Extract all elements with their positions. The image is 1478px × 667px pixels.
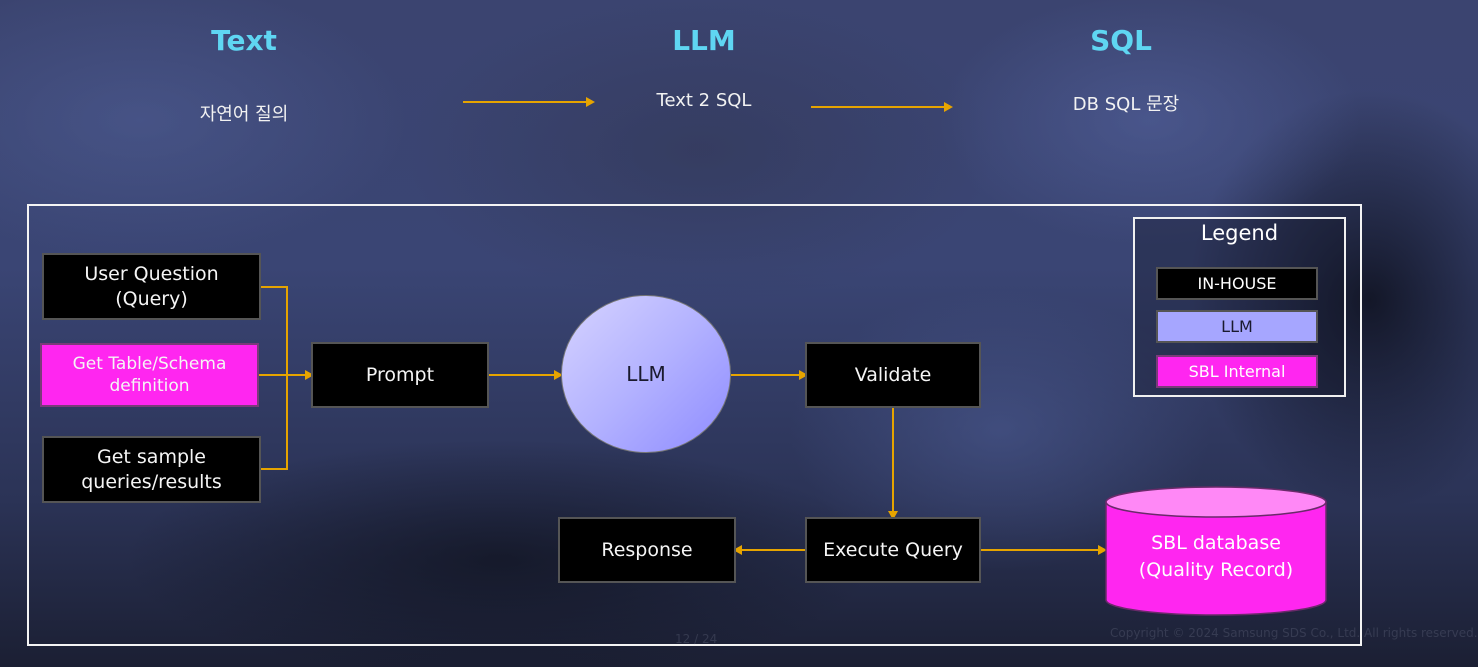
node-prompt: Prompt: [311, 342, 489, 408]
header-subtitle-sql: DB SQL 문장: [1072, 94, 1180, 115]
diagram-frame: [27, 204, 1362, 646]
page-number: 12 / 24: [675, 632, 718, 646]
connector-get-samples: [261, 468, 288, 470]
legend: Legend IN-HOUSE LLM SBL Internal: [1133, 217, 1346, 397]
connector-llm-to-validate: [731, 370, 808, 380]
connector-to-prompt: [259, 370, 314, 380]
database-label-line1: SBL database: [1151, 532, 1281, 554]
header-arrow-1: [463, 97, 595, 107]
connector-execute-to-database: [981, 545, 1107, 555]
node-llm: LLM: [561, 295, 731, 453]
header-title-llm: LLM: [672, 24, 736, 57]
header-subtitle-llm: Text 2 SQL: [656, 90, 752, 111]
node-sbl-database: SBL database (Quality Record): [1105, 486, 1327, 616]
legend-item-in-house: IN-HOUSE: [1156, 267, 1318, 300]
database-label: SBL database (Quality Record): [1105, 530, 1327, 584]
node-get-samples: Get sample queries/results: [42, 436, 261, 503]
node-get-schema: Get Table/Schema definition: [40, 343, 259, 407]
connector-merge-vertical: [286, 286, 288, 470]
node-user-question: User Question (Query): [42, 253, 261, 320]
connector-prompt-to-llm: [489, 370, 563, 380]
legend-title: Legend: [1200, 221, 1279, 245]
database-label-line2: (Quality Record): [1138, 559, 1294, 581]
connector-user-question: [261, 286, 288, 288]
node-execute-query: Execute Query: [805, 517, 981, 583]
header-arrow-2: [811, 102, 953, 112]
connector-validate-to-execute: [888, 408, 898, 520]
node-response: Response: [558, 517, 736, 583]
legend-item-sbl-internal: SBL Internal: [1156, 355, 1318, 388]
header-title-text: Text: [211, 24, 277, 57]
connector-execute-to-response: [733, 545, 805, 555]
copyright-text: Copyright © 2024 Samsung SDS Co., Ltd. A…: [1110, 626, 1478, 640]
node-validate: Validate: [805, 342, 981, 408]
header-subtitle-text: 자연어 질의: [199, 104, 289, 125]
database-cylinder-icon: [1105, 486, 1327, 616]
legend-item-llm: LLM: [1156, 310, 1318, 343]
header-title-sql: SQL: [1090, 24, 1152, 57]
